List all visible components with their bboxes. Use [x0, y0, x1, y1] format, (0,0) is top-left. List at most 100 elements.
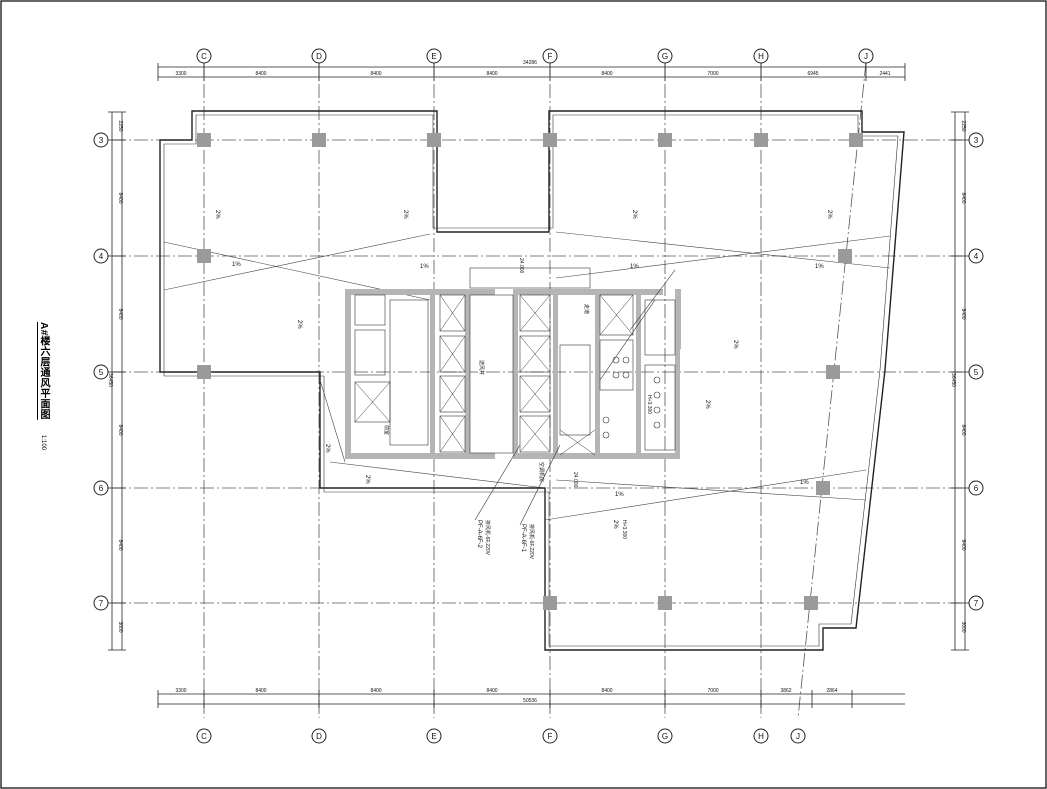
slope-percent: 1%	[232, 262, 241, 268]
zone-slope-label: 2%	[214, 210, 220, 219]
dim-bottom-seg: 3300	[175, 688, 186, 694]
zone-slope-label: 2%	[402, 210, 408, 219]
axis-label-7-right: 7	[974, 599, 979, 608]
zone-slope-label: 2%	[364, 475, 370, 484]
dim-bottom-seg: 7000	[707, 688, 718, 694]
zone-slope-label: 2%	[826, 210, 832, 219]
fan-note-label: 排风机-6F,220V	[528, 524, 535, 560]
level-label: 24.000	[572, 472, 578, 488]
dim-left-seg: 3000	[117, 621, 123, 632]
dimension-text-top: 34286 3300 8400 8400 8400 8400 7000 6945…	[175, 60, 890, 77]
dim-top-seg: 8400	[370, 71, 381, 77]
shaft-label: 送风井	[478, 360, 485, 375]
room-label: 前室	[383, 425, 390, 435]
fan-note-label: 排风机-6F,220V	[484, 520, 491, 556]
axis-label-g-top: G	[662, 52, 668, 61]
dim-bottom-seg: 8400	[486, 688, 497, 694]
axis-bubble-right-column: 3 4 5 6 7	[968, 132, 984, 611]
axis-label-d-top: D	[316, 52, 322, 61]
slope-percent: 1%	[615, 492, 624, 498]
dim-bottom-seg: 8400	[370, 688, 381, 694]
zone-slope-label: 2%	[704, 400, 710, 409]
dim-right-seg: 8400	[960, 308, 966, 319]
axis-label-3-right: 3	[974, 136, 979, 145]
axis-label-5-left: 5	[99, 368, 104, 377]
drawing-scale: 1:100	[40, 435, 46, 451]
dimension-text-bottom: 3300 8400 8400 8400 8400 7000 3862 2864 …	[175, 688, 837, 704]
dim-left-total: 36450	[107, 373, 113, 387]
axis-label-5-right: 5	[974, 368, 979, 377]
slope-percent: 1%	[630, 264, 639, 270]
axis-label-d-bottom: D	[316, 732, 322, 741]
dim-bottom-total: 50536	[523, 698, 537, 704]
dim-top-seg: 7000	[707, 71, 718, 77]
axis-label-6-right: 6	[974, 484, 979, 493]
dim-bottom-seg: 8400	[255, 688, 266, 694]
dim-bottom-seg: 3862	[780, 688, 791, 694]
height-label: H+3.300	[646, 395, 652, 414]
dim-left-seg: 8400	[117, 192, 123, 203]
axis-label-3-left: 3	[99, 136, 104, 145]
dimension-text-right: 2250 8400 8400 8400 8400 3000 36450	[950, 120, 966, 632]
dim-left-seg: 2250	[117, 120, 123, 131]
axis-label-j-top: J	[864, 52, 868, 61]
zone-slope-label: 2%	[296, 320, 302, 329]
drawing-title: A#楼六层通风平面图	[38, 322, 49, 420]
axis-label-c-bottom: C	[201, 732, 207, 741]
equip-label: 空调机房	[538, 462, 545, 482]
dim-top-seg: 3300	[175, 71, 186, 77]
axis-label-4-left: 4	[99, 252, 104, 261]
axis-label-4-right: 4	[974, 252, 979, 261]
dim-right-seg: 3000	[960, 621, 966, 632]
dim-top-total: 34286	[523, 60, 537, 66]
dim-bottom-seg: 2864	[826, 688, 837, 694]
fan-tag-label: PF-A-6F-2	[476, 520, 482, 549]
axis-label-6-left: 6	[99, 484, 104, 493]
dim-top-seg: 8400	[486, 71, 497, 77]
axis-label-7-left: 7	[99, 599, 104, 608]
dim-right-seg: 8400	[960, 192, 966, 203]
dim-right-total: 36450	[950, 373, 956, 387]
dimension-lines	[108, 63, 969, 708]
axis-label-h-top: H	[758, 52, 764, 61]
dim-left-seg: 8400	[117, 308, 123, 319]
building-core	[345, 267, 681, 526]
dim-bottom-seg: 8400	[601, 688, 612, 694]
dim-top-seg: 2441	[879, 71, 890, 77]
room-label: 走道	[583, 304, 590, 314]
building-outline	[159, 110, 905, 651]
axis-label-c-top: C	[201, 52, 207, 61]
plan-annotations: 2% 2% 2% 2% 2% 2% 2% 2% 2% 2% 1% 1% 1% 1…	[214, 210, 832, 560]
dim-top-seg: 8400	[601, 71, 612, 77]
dim-right-seg: 2250	[960, 120, 966, 131]
axis-label-h-bottom: H	[758, 732, 764, 741]
zone-slope-label: 2%	[324, 444, 330, 453]
axis-bubble-bottom-row: C D E F G H J	[196, 728, 806, 744]
dim-left-seg: 8400	[117, 424, 123, 435]
slope-percent: 1%	[800, 480, 809, 486]
structural-columns	[197, 133, 863, 610]
dim-top-seg: 8400	[255, 71, 266, 77]
axis-label-f-bottom: F	[548, 732, 553, 741]
axis-bubble-top-row: C D E F G H J	[196, 48, 874, 64]
zone-slope-label: 2%	[612, 520, 618, 529]
dim-right-seg: 8400	[960, 424, 966, 435]
zone-slope-label: 2%	[732, 340, 738, 349]
slope-percent: 1%	[815, 264, 824, 270]
slope-percent: 1%	[420, 264, 429, 270]
axis-label-f-top: F	[548, 52, 553, 61]
zone-slope-label: 2%	[631, 210, 637, 219]
level-label: 24.000	[518, 258, 524, 274]
dim-right-seg: 8400	[960, 539, 966, 550]
fan-tag-label: PF-A-6F-1	[520, 524, 526, 553]
dim-top-seg: 6945	[807, 71, 818, 77]
height-label: H+3.300	[621, 520, 627, 539]
axis-label-e-bottom: E	[431, 732, 436, 741]
axis-label-j-bottom: J	[796, 732, 800, 741]
axis-bubble-left-column: 3 4 5 6 7	[93, 132, 109, 611]
axis-label-e-top: E	[431, 52, 436, 61]
dimension-text-left: 2250 8400 8400 8400 8400 3000 36450	[107, 120, 123, 632]
dim-left-seg: 8400	[117, 539, 123, 550]
